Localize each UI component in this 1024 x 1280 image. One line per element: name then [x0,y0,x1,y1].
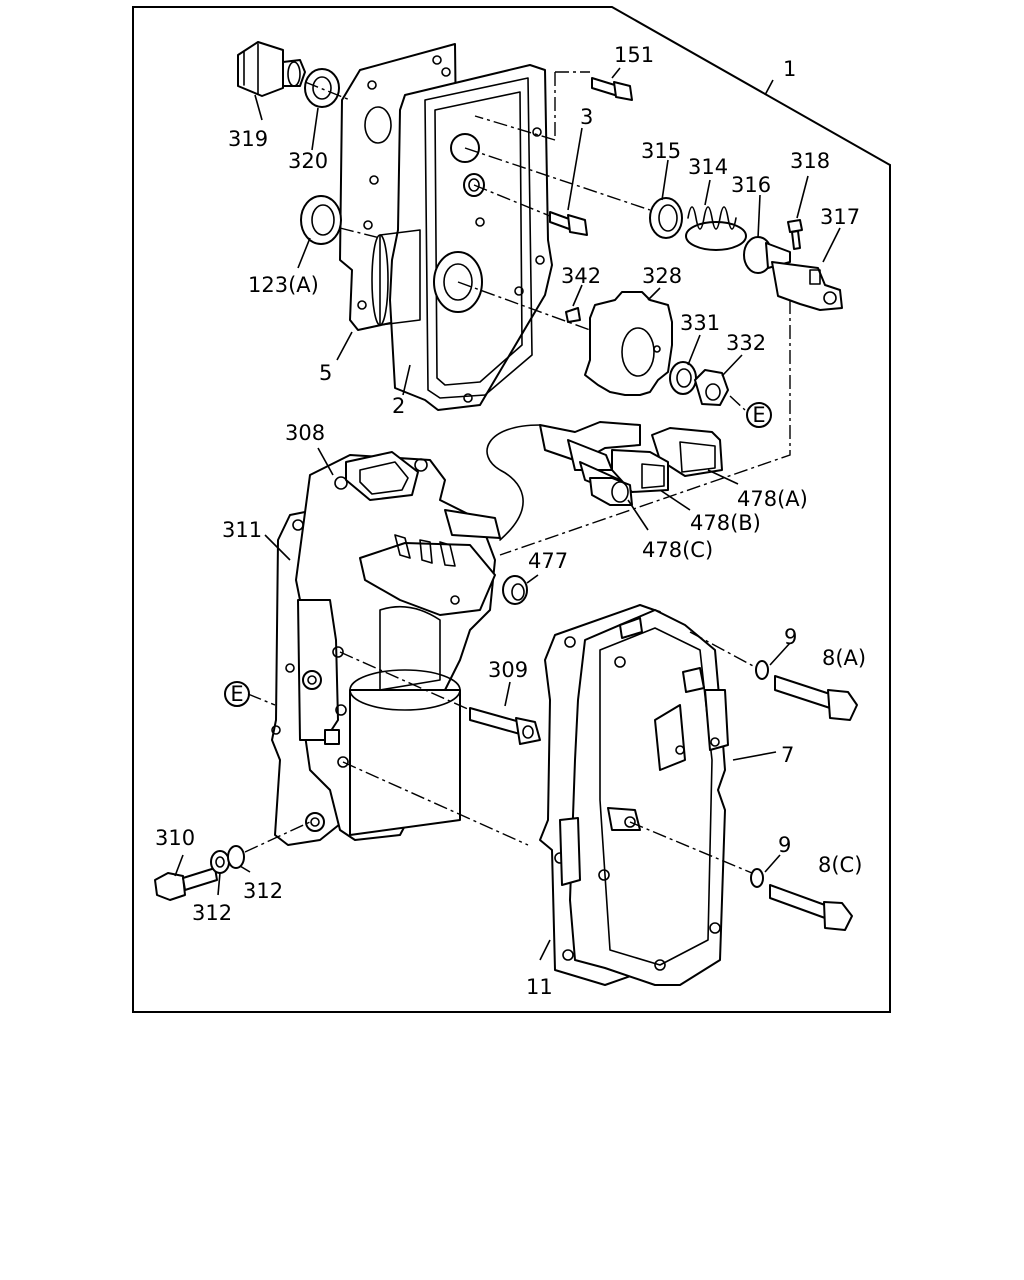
label-316: 316 [731,173,771,197]
label-309: 309 [488,658,528,682]
label-3: 3 [580,105,593,129]
housing-2 [371,64,553,411]
bolt-8c [769,884,853,931]
label-320: 320 [288,149,328,173]
bracket-317 [771,261,843,311]
label-2: 2 [392,394,405,418]
label-317: 317 [820,205,860,229]
washer-9-lower [750,868,764,888]
wiring-harness [486,421,641,541]
label-328: 328 [642,264,682,288]
bolt-309 [469,707,541,745]
washer-312-b [227,845,245,869]
marker-e-text: E [230,682,243,706]
label-311: 311 [222,518,262,542]
label-9-upper: 9 [784,625,797,649]
label-312-right: 312 [243,879,283,903]
connector-478b [611,449,669,493]
nut-332 [694,369,729,406]
marker-e-left: E [224,681,250,707]
plug-477 [502,575,528,605]
assembly-lines [244,71,791,874]
washer-9-upper [755,660,769,680]
bolt-151 [591,77,633,101]
leader-lines [174,67,841,961]
label-332: 332 [726,331,766,355]
washer-331 [669,361,697,395]
bolt-8a [774,675,858,721]
label-1: 1 [783,57,796,81]
plug-319 [237,41,306,97]
rotor-328 [584,291,673,396]
label-8c: 8(C) [818,853,862,877]
label-319: 319 [228,127,268,151]
label-308: 308 [285,421,325,445]
label-331: 331 [680,311,720,335]
label-314: 314 [688,155,728,179]
label-9-lower: 9 [778,833,791,857]
marker-e-upper: E [746,402,772,428]
label-5: 5 [319,361,332,385]
label-8a: 8(A) [822,646,866,670]
label-478c: 478(C) [642,538,713,562]
cover-7 [559,609,729,986]
label-318: 318 [790,149,830,173]
label-315: 315 [641,139,681,163]
bolt-310 [154,867,218,901]
washer-320 [304,68,340,108]
label-477: 477 [528,549,568,573]
label-310: 310 [155,826,195,850]
diagram-frame [132,6,891,1013]
actuator-body [295,451,501,841]
label-342: 342 [561,264,601,288]
bolt-318 [787,219,803,250]
bolt-3 [549,211,588,236]
seal-123a [300,195,342,245]
marker-e-text: E [752,403,765,427]
ring-315 [649,197,683,239]
label-7: 7 [781,743,794,767]
label-123a: 123(A) [248,273,319,297]
label-151: 151 [614,43,654,67]
washer-312-a [210,850,230,874]
label-11: 11 [526,975,553,999]
label-478b: 478(B) [690,511,761,535]
spring-314 [685,206,747,251]
label-312-left: 312 [192,901,232,925]
key-342 [565,307,581,323]
label-478a: 478(A) [737,487,808,511]
part-labels: 1 2 3 5 7 8(A) 8(C) 9 9 11 123(A) 151 30… [155,43,866,999]
